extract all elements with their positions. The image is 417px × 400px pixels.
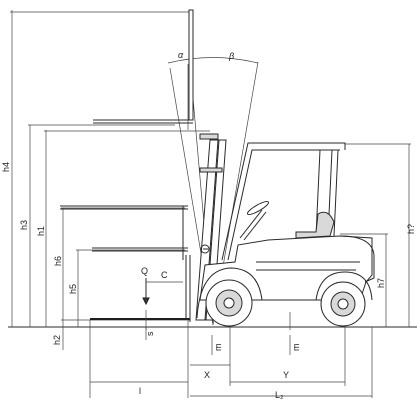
- label-Y: Y: [283, 370, 289, 380]
- front-wheel: [196, 267, 263, 327]
- label-beta: β: [228, 51, 234, 61]
- label-Q: Q: [141, 266, 148, 276]
- load-center-markers: [142, 278, 183, 340]
- right-dimension-lines: [340, 143, 411, 327]
- label-h-right: h?: [406, 224, 416, 234]
- label-alpha: α: [178, 50, 184, 60]
- rear-wheel: [315, 271, 373, 327]
- label-L2: L₂: [275, 390, 284, 400]
- label-h1: h1: [36, 226, 46, 236]
- label-h5: h5: [68, 284, 78, 294]
- label-m-rear: m: [291, 344, 301, 352]
- label-h6: h6: [53, 256, 63, 266]
- ground-clearance-marks: [211, 312, 291, 355]
- truck-body: [199, 200, 375, 301]
- label-h4: h4: [1, 162, 11, 172]
- left-dimension-lines: [10, 10, 210, 350]
- label-l: l: [139, 386, 141, 396]
- label-X: X: [204, 370, 210, 380]
- label-h2: h2: [52, 335, 62, 345]
- fork-positions: [60, 9, 194, 322]
- label-h7: h7: [376, 278, 386, 288]
- label-m-front: m: [213, 344, 223, 352]
- label-h3: h3: [19, 220, 29, 230]
- label-s: s: [145, 331, 155, 336]
- label-C: C: [161, 270, 168, 280]
- bottom-dimension-lines: [89, 320, 373, 398]
